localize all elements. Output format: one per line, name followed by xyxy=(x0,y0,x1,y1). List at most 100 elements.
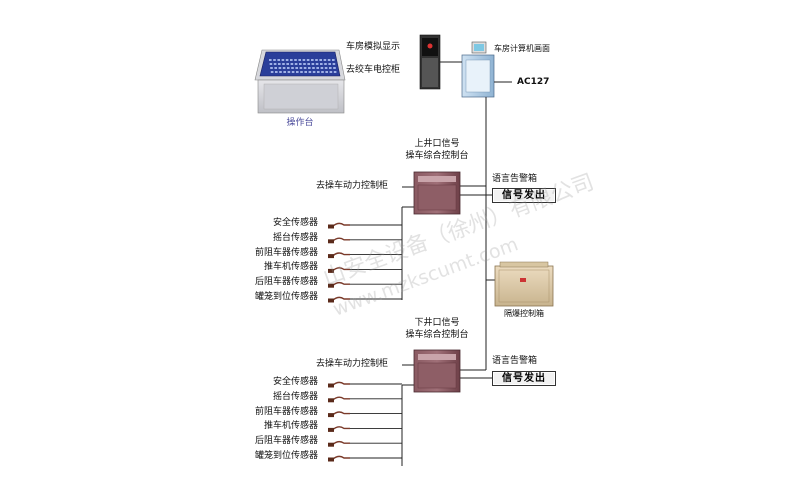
lower-station-line1: 下井口信号 xyxy=(414,318,460,328)
explosion-proof-box xyxy=(494,261,554,307)
console-key xyxy=(332,63,336,65)
console-key xyxy=(311,63,315,65)
console-key xyxy=(285,59,289,61)
connection-lines xyxy=(401,61,512,466)
console-key xyxy=(291,67,294,69)
console-key xyxy=(302,59,306,61)
console-key xyxy=(290,59,293,61)
sensor-icon xyxy=(328,427,334,432)
console-key xyxy=(308,71,312,73)
console-key xyxy=(273,59,276,61)
console-key xyxy=(269,59,272,61)
console-key xyxy=(300,71,303,73)
sensor-label: 摇台传感器 xyxy=(272,232,318,243)
sensor-icon xyxy=(328,442,334,447)
console-key xyxy=(333,71,337,73)
console-key xyxy=(321,71,324,73)
upper-power-cabinet-label: 去操车动力控制柜 xyxy=(316,181,389,191)
sensor-icon xyxy=(328,283,334,288)
console-key xyxy=(298,59,301,61)
console-key xyxy=(277,59,280,61)
sensor-label: 推车机传感器 xyxy=(263,262,318,273)
console-key xyxy=(283,71,286,73)
console-key xyxy=(286,63,289,65)
console-key xyxy=(308,67,311,69)
sensor-label: 罐笼到位传感器 xyxy=(254,451,318,461)
console-key xyxy=(270,71,274,73)
explosion-box-label: 隔爆控制箱 xyxy=(504,309,544,318)
sensor-cable-icon xyxy=(331,396,350,402)
console-key xyxy=(290,63,294,65)
console-key xyxy=(282,67,286,69)
sensor-icon xyxy=(328,254,334,259)
console-key xyxy=(324,63,327,65)
upper-station-line1: 上井口信号 xyxy=(414,139,460,149)
sensor-label: 后阻车器传感器 xyxy=(254,277,318,288)
sensor-label: 前阻车器传感器 xyxy=(254,406,318,417)
console-key xyxy=(327,59,331,61)
upper-station-line2: 操车综合控制台 xyxy=(405,151,469,161)
sensor-label: 安全传感器 xyxy=(272,218,318,228)
sensor-icon xyxy=(328,457,334,462)
sensor-cable-icon xyxy=(331,237,350,243)
console-key xyxy=(333,67,336,69)
sensor-label: 推车机传感器 xyxy=(263,421,318,432)
sensor-label: 摇台传感器 xyxy=(272,391,318,402)
console-key xyxy=(279,71,282,73)
console-key xyxy=(329,67,332,69)
console-key xyxy=(307,63,310,65)
console-key xyxy=(287,67,290,69)
console-key xyxy=(281,59,285,61)
console-key xyxy=(275,71,278,73)
console-key xyxy=(319,59,322,61)
operator-console xyxy=(254,49,346,114)
console-label: 操作台 xyxy=(286,118,314,128)
sensor-icon xyxy=(328,239,334,244)
sensor-label: 罐笼到位传感器 xyxy=(254,292,318,302)
sensor-cable-icon xyxy=(331,411,350,417)
simulation-display-cabinet xyxy=(419,34,441,90)
lower-signal-out: 信号发出 xyxy=(492,371,556,386)
simulation-display-label: 车房模拟显示 xyxy=(346,42,401,52)
console-key xyxy=(311,59,314,61)
console-key xyxy=(328,63,331,65)
sensor-label: 前阻车器传感器 xyxy=(254,247,318,258)
console-key xyxy=(287,71,291,73)
console-key xyxy=(304,71,307,73)
console-key xyxy=(329,71,333,73)
sensor-label: 安全传感器 xyxy=(272,377,318,387)
console-key xyxy=(306,59,310,61)
console-key xyxy=(325,71,328,73)
console-key xyxy=(278,67,282,69)
lower-voice-alarm-label: 语言告警箱 xyxy=(492,356,538,366)
lower-sensor-group xyxy=(328,381,402,462)
upper-signal-out: 信号发出 xyxy=(492,188,556,203)
upper-control-cabinet xyxy=(413,171,461,215)
console-key xyxy=(320,67,324,69)
console-key xyxy=(320,63,323,65)
console-key xyxy=(323,59,327,61)
console-key xyxy=(299,67,303,69)
console-key xyxy=(269,63,273,65)
sensor-icon xyxy=(328,224,334,229)
console-key xyxy=(294,63,298,65)
console-key xyxy=(273,63,277,65)
console-key xyxy=(291,71,295,73)
sensor-cable-icon xyxy=(331,440,350,446)
ac127-label: AC127 xyxy=(517,77,550,87)
lower-power-cabinet-label: 去操车动力控制柜 xyxy=(316,359,389,369)
console-key xyxy=(294,59,297,61)
sensor-cable-icon xyxy=(331,426,350,431)
console-key xyxy=(312,67,315,69)
console-key xyxy=(332,59,335,61)
computer-cabinet xyxy=(461,41,495,98)
sensor-icon xyxy=(328,398,334,403)
console-key xyxy=(282,63,285,65)
sensor-icon xyxy=(328,298,334,303)
sensor-cable-icon xyxy=(331,381,350,387)
sensor-icon xyxy=(328,383,334,388)
console-key xyxy=(303,67,307,69)
console-key xyxy=(296,71,299,73)
